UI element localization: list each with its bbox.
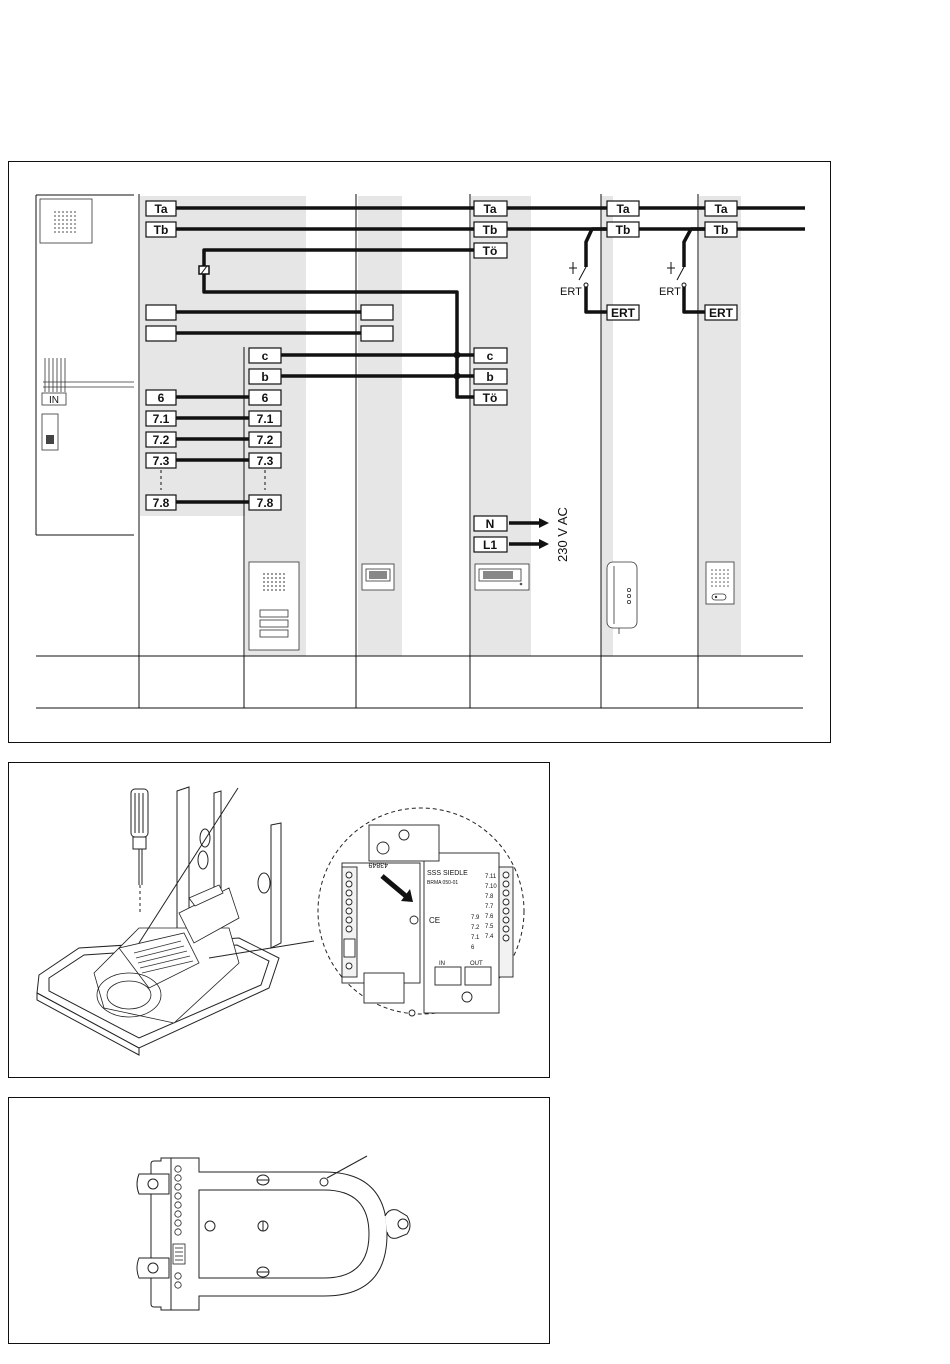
pin-label: 7.11 xyxy=(485,874,497,880)
terminal-c: c xyxy=(487,349,494,363)
in-label: IN xyxy=(49,395,59,406)
pin-label: 7.6 xyxy=(485,914,494,920)
installation-detail-panel: SSS SIEDLE BRMA 050-01 CE 43849 IN OUT 7… xyxy=(8,762,550,1078)
module-outline-panel xyxy=(8,1097,550,1344)
ert-switch-label: ERT xyxy=(659,286,681,298)
wiring-diagram-panel: IN xyxy=(8,161,831,743)
ert-switch-label: ERT xyxy=(560,286,582,298)
terminal-ert: ERT xyxy=(709,306,734,320)
door-station-device-icon xyxy=(249,562,299,650)
module-outline-drawing xyxy=(9,1098,549,1343)
terminal-b: b xyxy=(486,370,493,384)
ce-mark: CE xyxy=(429,916,440,925)
pin-label: 7.1 xyxy=(471,935,480,941)
terminal-ert: ERT xyxy=(611,306,636,320)
intercom-speaker-device-icon xyxy=(706,562,734,604)
terminal-7-1: 7.1 xyxy=(153,412,170,426)
terminal-n: N xyxy=(486,517,495,531)
pin-label: 7.2 xyxy=(471,925,480,931)
terminal-to: Tö xyxy=(483,391,498,405)
terminal-to: Tö xyxy=(483,244,498,258)
module-id: 43849 xyxy=(368,861,388,868)
power-supply-device-icon xyxy=(362,564,394,590)
terminal-tb: Tb xyxy=(616,223,631,237)
terminal-ta: Ta xyxy=(483,202,496,216)
pin-label: 7.5 xyxy=(485,924,494,930)
terminal-6: 6 xyxy=(158,391,165,405)
terminal-l1: L1 xyxy=(483,538,497,552)
handset-device-icon xyxy=(607,562,637,634)
module-model: BRMA 050-01 xyxy=(427,880,458,886)
screwdriver-icon xyxy=(131,789,148,913)
terminal-7-8: 7.8 xyxy=(257,496,274,510)
terminal-tb: Tb xyxy=(483,223,498,237)
terminal-c: c xyxy=(262,349,269,363)
supply-voltage-label: 230 V AC xyxy=(555,507,570,562)
in-port-label: IN xyxy=(439,961,445,967)
terminal-7-2: 7.2 xyxy=(153,433,170,447)
terminal-6: 6 xyxy=(262,391,269,405)
installation-illustration: SSS SIEDLE BRMA 050-01 CE 43849 IN OUT 7… xyxy=(9,763,549,1077)
out-port-label: OUT xyxy=(470,961,483,967)
pin-label: 7.8 xyxy=(485,894,494,900)
terminal-7-8: 7.8 xyxy=(153,496,170,510)
terminal-ta: Ta xyxy=(714,202,727,216)
terminal-ta: Ta xyxy=(154,202,167,216)
pin-label: 7.4 xyxy=(485,934,494,940)
terminal-7-3: 7.3 xyxy=(257,454,274,468)
wiring-diagram: IN xyxy=(9,162,830,742)
terminal-b: b xyxy=(261,370,268,384)
existing-door-station: IN xyxy=(36,195,134,535)
pin-label: 7.9 xyxy=(471,915,480,921)
terminal-7-1: 7.1 xyxy=(257,412,274,426)
terminal-ta: Ta xyxy=(616,202,629,216)
terminal-7-2: 7.2 xyxy=(257,433,274,447)
bus-controller-device-icon xyxy=(475,564,529,590)
module-brand: SSS SIEDLE xyxy=(427,870,468,877)
pin-label: 7.10 xyxy=(485,884,497,890)
pin-label: 7.7 xyxy=(485,904,494,910)
terminal-7-3: 7.3 xyxy=(153,454,170,468)
terminal-tb: Tb xyxy=(714,223,729,237)
terminal-tb: Tb xyxy=(154,223,169,237)
